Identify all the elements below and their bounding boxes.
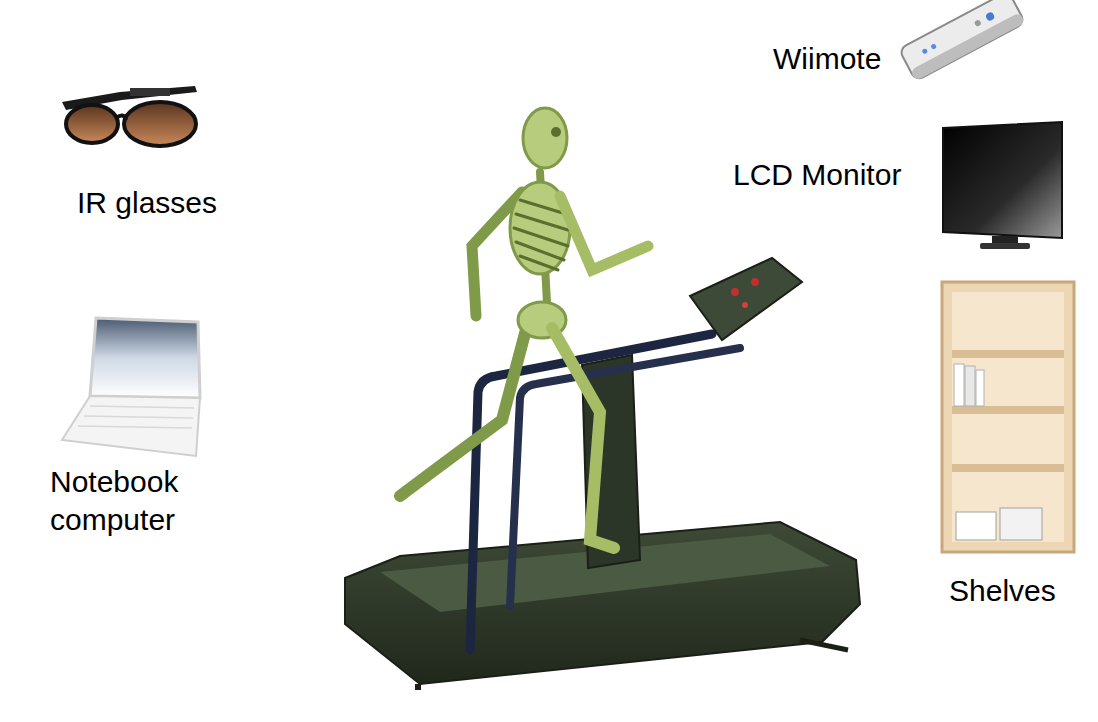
lcd-monitor-icon-part <box>980 243 1030 249</box>
part-label: LCD Monitor <box>733 156 901 194</box>
skeleton-figure-part <box>551 127 561 137</box>
notebook-computer-icon-part-part <box>78 426 192 428</box>
shelves-icon-part <box>942 282 1074 552</box>
wiimote-icon-part <box>985 11 996 22</box>
part-label: Shelves <box>949 572 1056 610</box>
wiimote-icon-part <box>910 12 1025 81</box>
skeleton-figure-part-part <box>516 214 568 230</box>
wiimote-icon-part <box>899 0 1025 81</box>
lcd-monitor-icon-part <box>943 122 1062 238</box>
treadmill-part <box>751 278 759 286</box>
wiimote-icon-part <box>974 19 982 27</box>
skeleton-figure-part <box>523 108 567 168</box>
shelves-icon-part <box>952 464 1064 472</box>
shelves-icon <box>942 282 1074 552</box>
ir-glasses-icon-part <box>130 88 170 96</box>
notebook-computer-icon-part-part <box>84 416 193 418</box>
treadmill-part <box>742 302 748 308</box>
wiimote-icon-part <box>921 48 928 55</box>
skeleton-figure-part-part <box>520 256 558 270</box>
ir-glasses-icon <box>62 86 197 146</box>
shelves-icon-part <box>956 512 996 540</box>
shelves-icon-part <box>976 370 984 406</box>
skeleton-figure-part <box>514 200 568 270</box>
notebook-computer-icon-part <box>78 406 194 428</box>
skeleton-figure-part <box>400 322 528 496</box>
skeleton-figure-part <box>560 196 648 270</box>
part-label: Wiimote <box>773 40 881 78</box>
ir-glasses-icon-part <box>124 102 196 146</box>
wiimote-icon <box>899 0 1025 81</box>
treadmill <box>345 258 860 690</box>
shelves-icon-part <box>952 292 1064 542</box>
part-label: IR glasses <box>77 184 217 222</box>
treadmill-part <box>731 288 739 296</box>
treadmill-part <box>690 258 802 340</box>
notebook-computer-icon-part-part <box>90 406 194 408</box>
shelves-icon-part <box>952 350 1064 358</box>
shelves-icon-part <box>954 364 964 406</box>
shelves-icon-part <box>1000 508 1042 540</box>
notebook-computer-icon-part <box>62 396 200 456</box>
ir-glasses-icon-part <box>66 105 118 143</box>
ir-glasses-icon-part <box>116 115 126 120</box>
treadmill-part <box>800 640 848 650</box>
part-label: Notebook computer <box>50 463 200 539</box>
treadmill-part <box>510 348 740 606</box>
lcd-monitor-icon-part <box>992 236 1018 244</box>
notebook-computer-icon-part <box>90 318 200 398</box>
notebook-computer-icon <box>62 318 200 456</box>
shelves-icon-part <box>965 366 975 406</box>
treadmill-part <box>415 684 421 690</box>
shelves-icon-part <box>952 406 1064 414</box>
skeleton-figure-part <box>552 328 614 548</box>
skeleton-figure <box>400 108 648 548</box>
wiimote-icon-part <box>930 43 937 50</box>
lcd-monitor-icon <box>943 122 1062 249</box>
